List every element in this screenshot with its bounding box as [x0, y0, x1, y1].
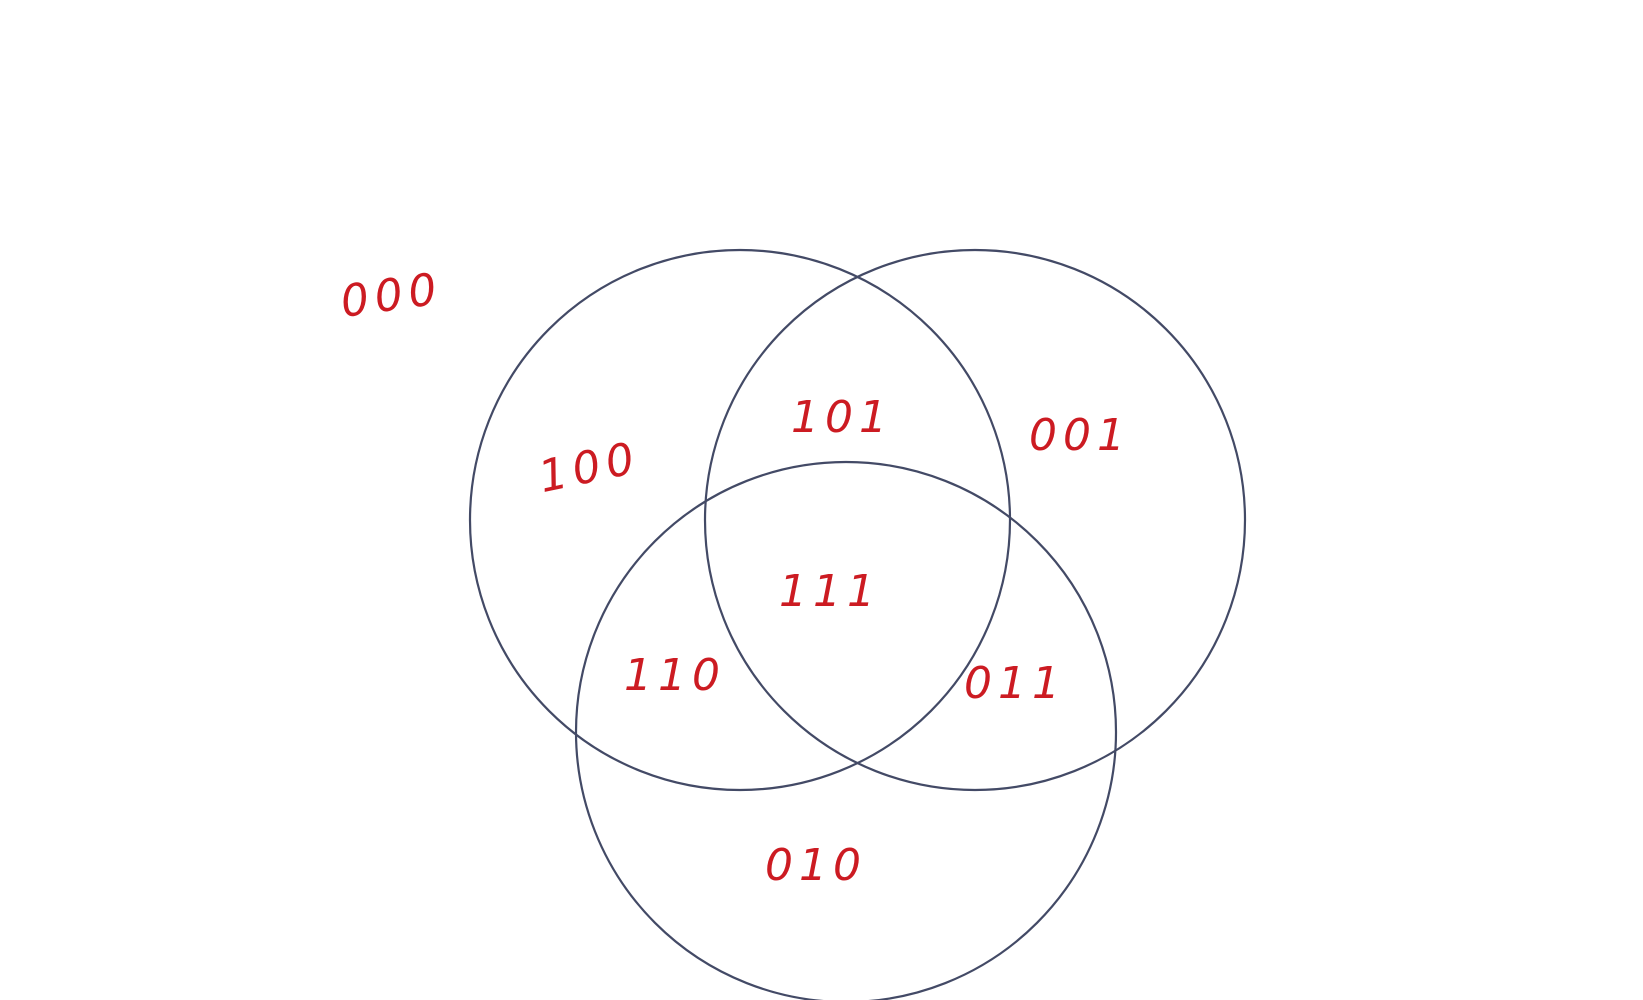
label-right-only: 001 — [1029, 410, 1131, 461]
label-right-bottom-overlap: 011 — [964, 658, 1066, 709]
label-left-bottom-overlap: 110 — [624, 650, 726, 701]
circle-right — [703, 248, 1247, 792]
circle-left — [468, 248, 1012, 792]
label-outside: 000 — [338, 263, 446, 328]
label-all-three: 111 — [779, 566, 881, 617]
circle-bottom — [574, 460, 1118, 1000]
label-left-right-overlap: 101 — [791, 392, 893, 443]
region-labels: 000 100 101 001 111 110 011 010 — [338, 263, 1131, 891]
label-bottom-only: 010 — [765, 840, 867, 891]
label-left-only: 100 — [534, 432, 644, 503]
set-circles — [468, 248, 1247, 1000]
